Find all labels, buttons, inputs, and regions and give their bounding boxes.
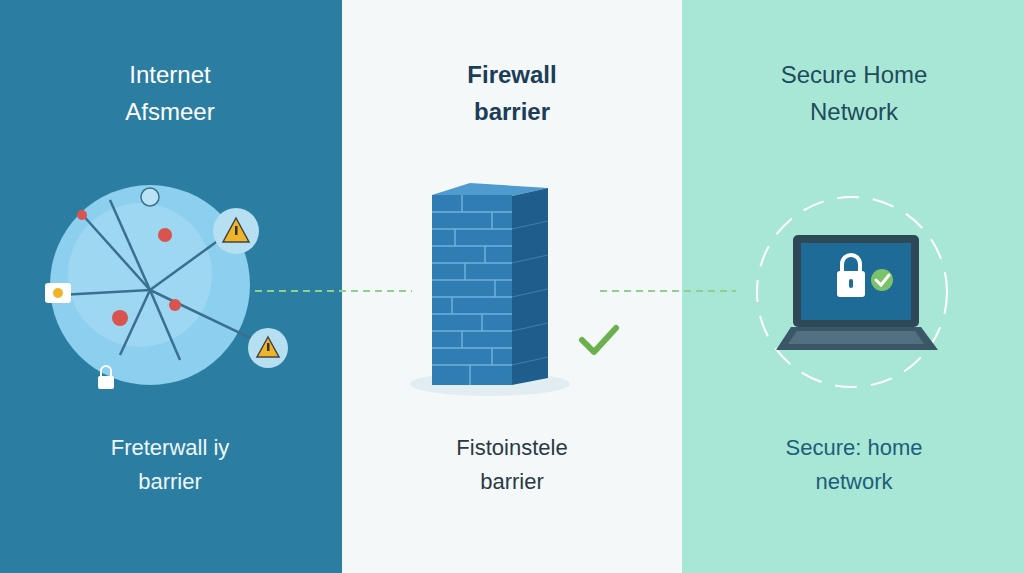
virus-symbol (112, 310, 128, 326)
threat-lines (60, 200, 265, 360)
threat-line (120, 290, 150, 355)
lock-shackle (101, 366, 111, 376)
pillar-top (432, 183, 548, 196)
lock-keyhole (849, 279, 853, 288)
protection-ring (757, 197, 947, 387)
globe-highlight (68, 203, 212, 347)
panel-heading: Internet Afsmeer (95, 56, 245, 130)
check-mark (876, 275, 889, 285)
pillar-shadow (410, 372, 570, 396)
bulb-icon (141, 188, 159, 206)
lock-body (837, 271, 865, 297)
threat-line (80, 212, 150, 290)
monitor-sun (53, 288, 63, 298)
warning-mark (235, 226, 238, 235)
laptop-bezel (793, 235, 919, 327)
panel-caption: Freterwall iy barrier (83, 431, 258, 499)
warning-triangle (223, 218, 249, 242)
pillar-front (432, 195, 512, 385)
threat-line (110, 200, 150, 290)
laptop-keyboard (788, 331, 924, 344)
brick-lines (432, 195, 512, 385)
pillar-side (512, 188, 548, 385)
check-mark (582, 328, 616, 352)
dashed-link (255, 290, 412, 292)
lock-shackle (842, 255, 860, 272)
panel-band: Firewall barrierFistoinstele barrier (342, 0, 682, 573)
threat-line (150, 290, 180, 360)
check-badge (871, 269, 893, 291)
monitor-icon (45, 283, 71, 303)
warning-triangle (257, 337, 279, 357)
brick-lines-side (512, 221, 548, 365)
warning-bubble (213, 208, 259, 254)
panel-caption: Fistoinstele barrier (432, 431, 592, 499)
virus-symbol (169, 299, 181, 311)
laptop-base (776, 327, 938, 350)
panel-heading: Firewall barrier (442, 56, 582, 130)
panel-heading: Secure Home Network (779, 56, 929, 130)
globe (50, 185, 250, 385)
warning-bubble (248, 328, 288, 368)
warning-mark (267, 343, 270, 351)
threat-line (150, 232, 230, 290)
panel-band: Secure Home NetworkSecure: home network (682, 0, 1024, 573)
dashed-link (600, 290, 736, 292)
panel-band: Internet AfsmeerFreterwall iy barrier (0, 0, 342, 573)
laptop-screen (801, 243, 911, 320)
lock-icon (98, 376, 114, 389)
virus-symbols (77, 210, 181, 326)
threat-line (150, 290, 265, 345)
virus-symbol (158, 228, 172, 242)
panel-caption: Secure: home network (754, 431, 954, 499)
threat-line (60, 290, 150, 295)
virus-symbol (77, 210, 87, 220)
